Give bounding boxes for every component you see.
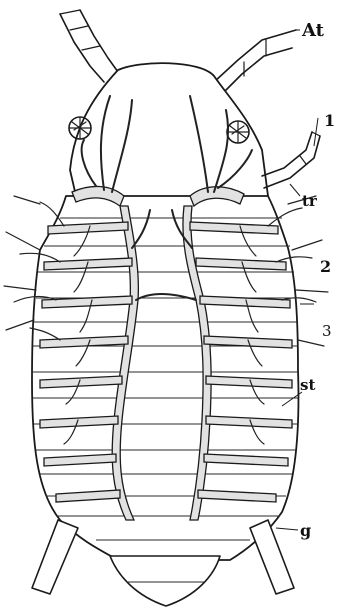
label-segment-two: 2 bbox=[320, 257, 331, 276]
left-gill bbox=[32, 520, 78, 594]
label-segment-three: 3 bbox=[322, 322, 332, 340]
label-antenna: At bbox=[301, 20, 325, 41]
tail-tip bbox=[110, 556, 220, 606]
label-gill: g bbox=[300, 521, 311, 540]
label-stigma: st bbox=[300, 376, 315, 394]
left-eye bbox=[69, 117, 91, 139]
right-gill bbox=[250, 520, 294, 594]
left-antenna bbox=[60, 10, 118, 82]
label-trachea: tr bbox=[302, 192, 318, 210]
label-leg-one: 1 bbox=[324, 111, 335, 130]
leg-one bbox=[262, 132, 320, 188]
right-eye bbox=[227, 121, 249, 143]
